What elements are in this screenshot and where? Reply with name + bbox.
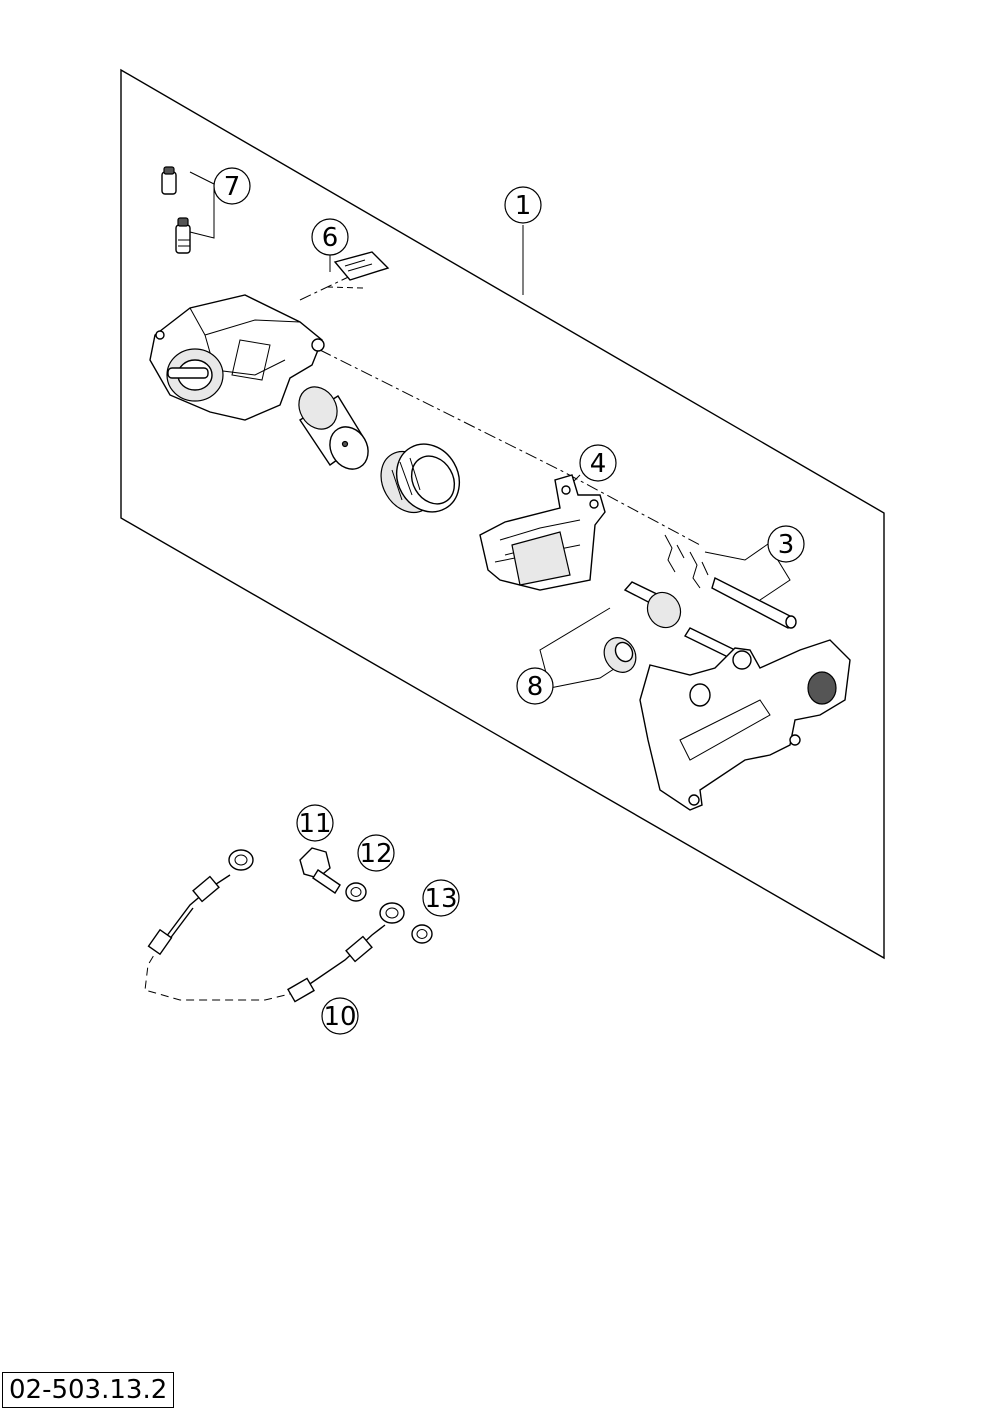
callout-13: 13 bbox=[422, 879, 460, 917]
caliper-body-part bbox=[149, 294, 325, 421]
callout-7: 7 bbox=[213, 167, 251, 205]
callout-6: 6 bbox=[311, 218, 349, 256]
callout-label-6: 6 bbox=[322, 223, 339, 253]
callout-label-13: 13 bbox=[424, 884, 457, 914]
callout-label-4: 4 bbox=[590, 449, 607, 479]
callout-label-7: 7 bbox=[224, 172, 241, 202]
assembly-boundary bbox=[120, 68, 885, 960]
alignment-line bbox=[299, 261, 701, 546]
banjo-bolt-part bbox=[299, 847, 341, 894]
callout-10: 10 bbox=[321, 997, 359, 1035]
drawing-number: 02-503.13.2 bbox=[2, 1372, 175, 1408]
piston-boot-part bbox=[380, 443, 461, 514]
callout-4: 4 bbox=[579, 444, 617, 482]
callout-label-11: 11 bbox=[298, 809, 331, 839]
callout-8: 8 bbox=[516, 667, 554, 705]
leader-lines bbox=[189, 171, 791, 689]
callout-label-10: 10 bbox=[323, 1002, 356, 1032]
callout-label-3: 3 bbox=[778, 530, 795, 560]
callout-label-1: 1 bbox=[515, 191, 532, 221]
pad-pin-part bbox=[664, 534, 797, 629]
callout-12: 12 bbox=[357, 834, 395, 872]
callout-11: 11 bbox=[296, 804, 334, 842]
slide-pin-part bbox=[603, 581, 737, 673]
brake-pads-part bbox=[479, 474, 606, 591]
callout-3: 3 bbox=[767, 525, 805, 563]
label-plate-part bbox=[333, 251, 390, 281]
bleeder-valve-parts bbox=[161, 166, 191, 254]
sealing-washers-part bbox=[345, 882, 433, 944]
brake-hose-part bbox=[144, 849, 405, 1003]
callout-1: 1 bbox=[504, 186, 542, 224]
caliper-bracket-part bbox=[639, 639, 851, 811]
callout-label-12: 12 bbox=[359, 839, 392, 869]
piston-part bbox=[298, 386, 369, 470]
callout-label-8: 8 bbox=[527, 672, 544, 702]
